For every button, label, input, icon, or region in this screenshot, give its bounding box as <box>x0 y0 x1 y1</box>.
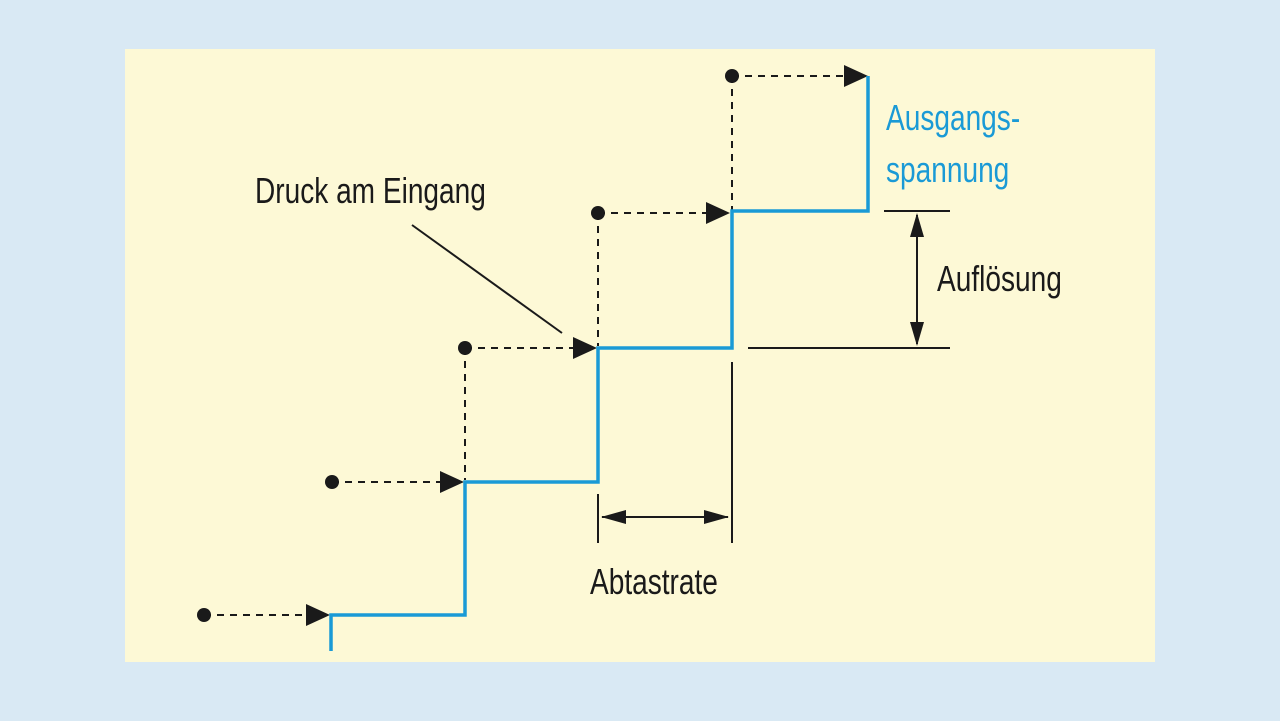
sample-dot-1 <box>197 608 211 622</box>
input-sample-dots <box>197 69 739 622</box>
sample-dot-3 <box>458 341 472 355</box>
output-voltage-label-line2: spannung <box>886 150 1009 190</box>
input-pressure-label: Druck am Eingang <box>255 171 486 211</box>
sampling-rate-label: Abtastrate <box>590 562 718 602</box>
arrowhead-1 <box>306 604 330 626</box>
input-samples <box>204 75 845 616</box>
output-voltage-label-line1: Ausgangs- <box>886 98 1020 138</box>
resolution-arrowhead-bottom <box>910 322 924 346</box>
input-label-pointer <box>411 224 563 334</box>
resolution-arrowhead-top <box>910 213 924 237</box>
output-voltage-staircase <box>329 76 870 651</box>
diagram-panel <box>125 49 1155 662</box>
sampling-arrowhead-left <box>601 510 626 524</box>
sample-dot-5 <box>725 69 739 83</box>
resolution-label: Auflösung <box>937 259 1062 299</box>
sampling-arrowhead-right <box>704 510 729 524</box>
input-sample-arrowheads <box>306 65 868 626</box>
sample-dot-2 <box>325 475 339 489</box>
sample-dot-4 <box>591 206 605 220</box>
arrowhead-2 <box>440 471 464 493</box>
arrowhead-3 <box>573 337 597 359</box>
arrowhead-5 <box>844 65 868 87</box>
arrowhead-4 <box>706 202 730 224</box>
